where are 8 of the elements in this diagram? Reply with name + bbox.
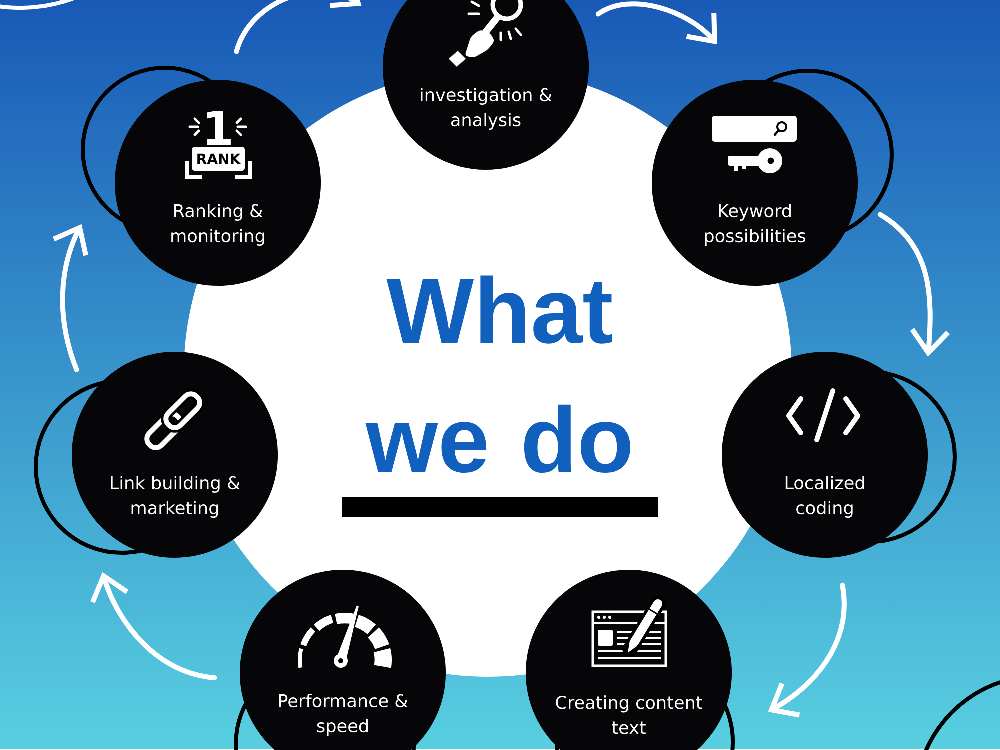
- arrow: [768, 582, 847, 718]
- badge-text: RANK: [198, 154, 242, 164]
- arrow: [878, 212, 950, 357]
- arrow: [234, 0, 362, 54]
- arrow: [596, 2, 718, 45]
- arrow: [90, 572, 218, 681]
- arrow: [52, 224, 88, 372]
- badge-number: 1: [207, 111, 231, 145]
